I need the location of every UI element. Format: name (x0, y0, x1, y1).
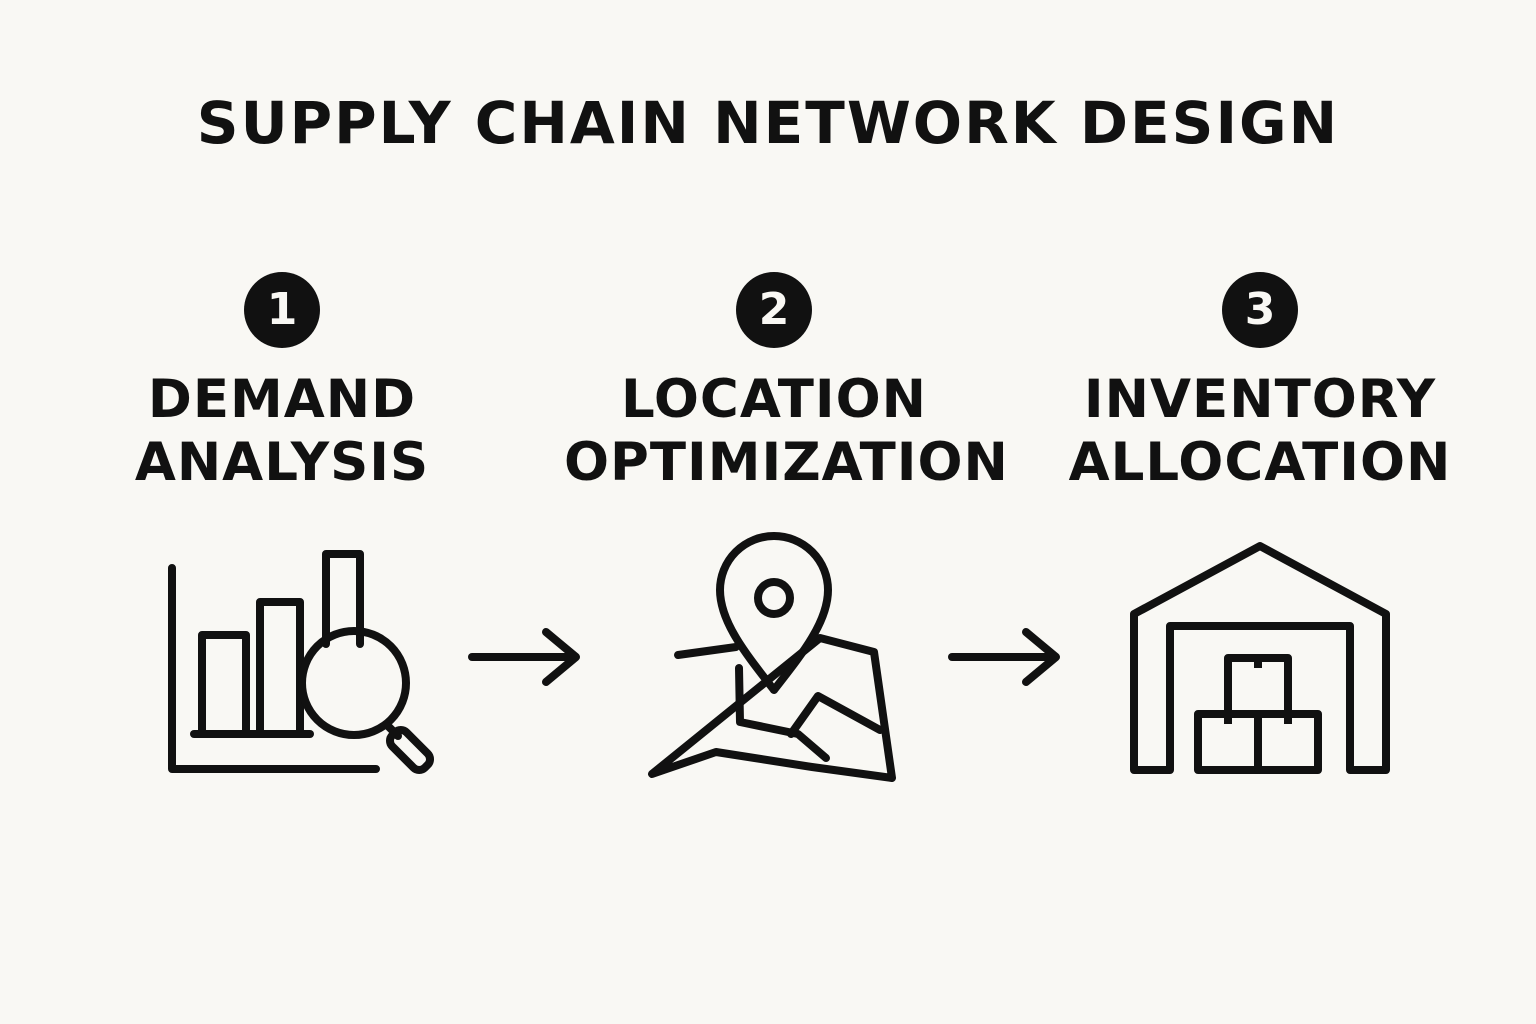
page-title: SUPPLY CHAIN NETWORK DESIGN (196, 89, 1340, 157)
arrow-right-icon (468, 628, 580, 686)
step-label: DEMAND ANALYSIS (72, 368, 492, 494)
arrow-right-icon (948, 628, 1060, 686)
step-label: LOCATION OPTIMIZATION (564, 368, 1009, 494)
step-label-line-1: LOCATION (620, 369, 928, 430)
step-location-optimization: 2 LOCATION OPTIMIZATION (564, 0, 1009, 1024)
step-label-line-2: OPTIMIZATION (564, 432, 1009, 493)
warehouse-boxes-icon (1130, 542, 1390, 774)
step-number-badge: 2 (736, 272, 812, 348)
step-number-badge: 1 (244, 272, 320, 348)
step-demand-analysis: 1 DEMAND ANALYSIS (72, 0, 492, 1024)
step-label-line-2: ANALYSIS (134, 432, 430, 493)
step-label-line-2: ALLOCATION (1068, 432, 1452, 493)
step-inventory-allocation: 3 INVENTORY ALLOCATION (1050, 0, 1470, 1024)
step-label-line-1: DEMAND (147, 369, 417, 430)
step-number-badge: 3 (1222, 272, 1298, 348)
bar-chart-magnifier-icon (168, 550, 435, 775)
step-label-line-1: INVENTORY (1083, 369, 1437, 430)
map-pin-icon (648, 532, 896, 782)
step-label: INVENTORY ALLOCATION (1050, 368, 1470, 494)
